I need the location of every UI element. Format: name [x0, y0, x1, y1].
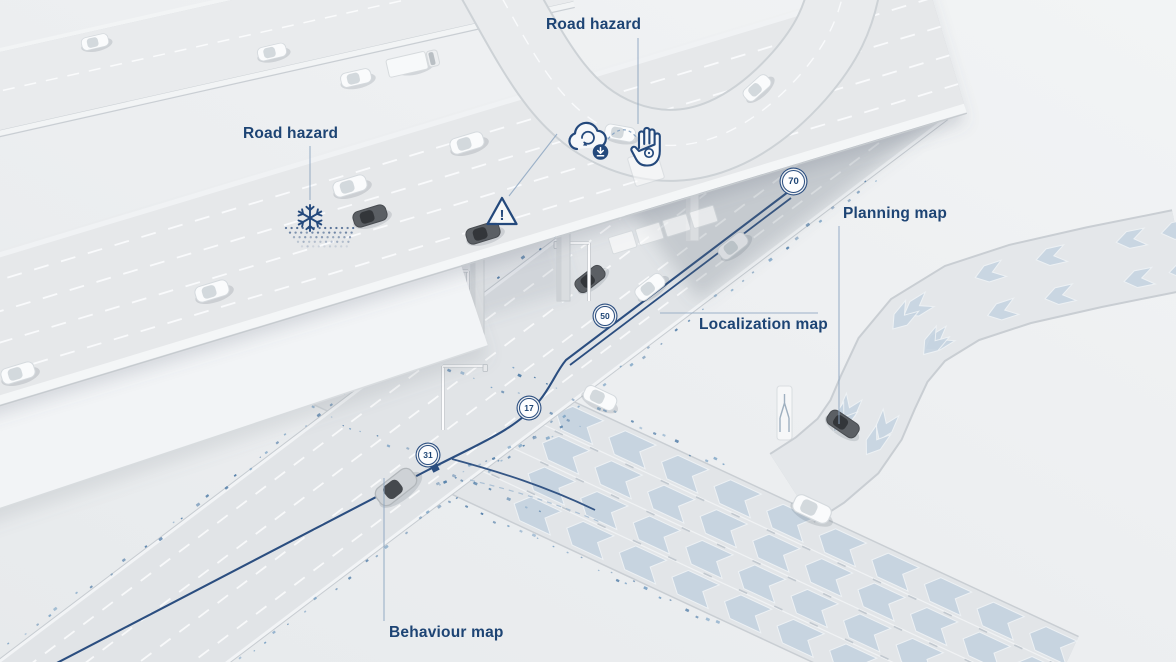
car-white	[0, 361, 40, 387]
label-behaviour-map: Behaviour map	[389, 624, 504, 641]
car-dark	[352, 204, 392, 230]
car-dark	[824, 409, 860, 442]
car-white	[742, 74, 775, 103]
waypoint-badge-31: 31	[418, 445, 438, 465]
stop-hand-icon	[627, 124, 669, 177]
car-white	[332, 174, 372, 200]
svg-text:!: !	[500, 207, 505, 224]
car-white	[256, 42, 291, 63]
label-localization-map: Localization map	[699, 316, 828, 333]
waypoint-badge-70: 70	[782, 170, 805, 193]
cloud-sync-icon	[562, 118, 616, 171]
car-white	[449, 131, 489, 157]
label-planning-map: Planning map	[843, 205, 948, 222]
waypoint-badge-17: 17	[519, 398, 539, 418]
car-white	[340, 68, 376, 90]
car-dark	[465, 221, 505, 247]
car-silver	[374, 467, 423, 508]
label-road-hazard-left: Road hazard	[243, 125, 339, 142]
top-roads	[0, 0, 880, 182]
warning-triangle-icon: !	[484, 194, 520, 233]
ice-patch-dots	[284, 226, 355, 248]
car-white	[581, 385, 619, 414]
waypoint-badge-50: 50	[595, 306, 615, 326]
car-white	[194, 279, 234, 305]
car-white	[80, 33, 113, 53]
car-white	[790, 494, 833, 527]
snowflake-icon	[294, 202, 326, 239]
exit-ramp	[0, 237, 489, 521]
car-white	[634, 272, 670, 303]
car-white	[602, 123, 639, 145]
truck	[385, 49, 441, 78]
callout-connectors	[309, 38, 840, 621]
highway-vehicles	[0, 131, 505, 387]
label-road-hazard-top: Road hazard	[546, 16, 642, 33]
